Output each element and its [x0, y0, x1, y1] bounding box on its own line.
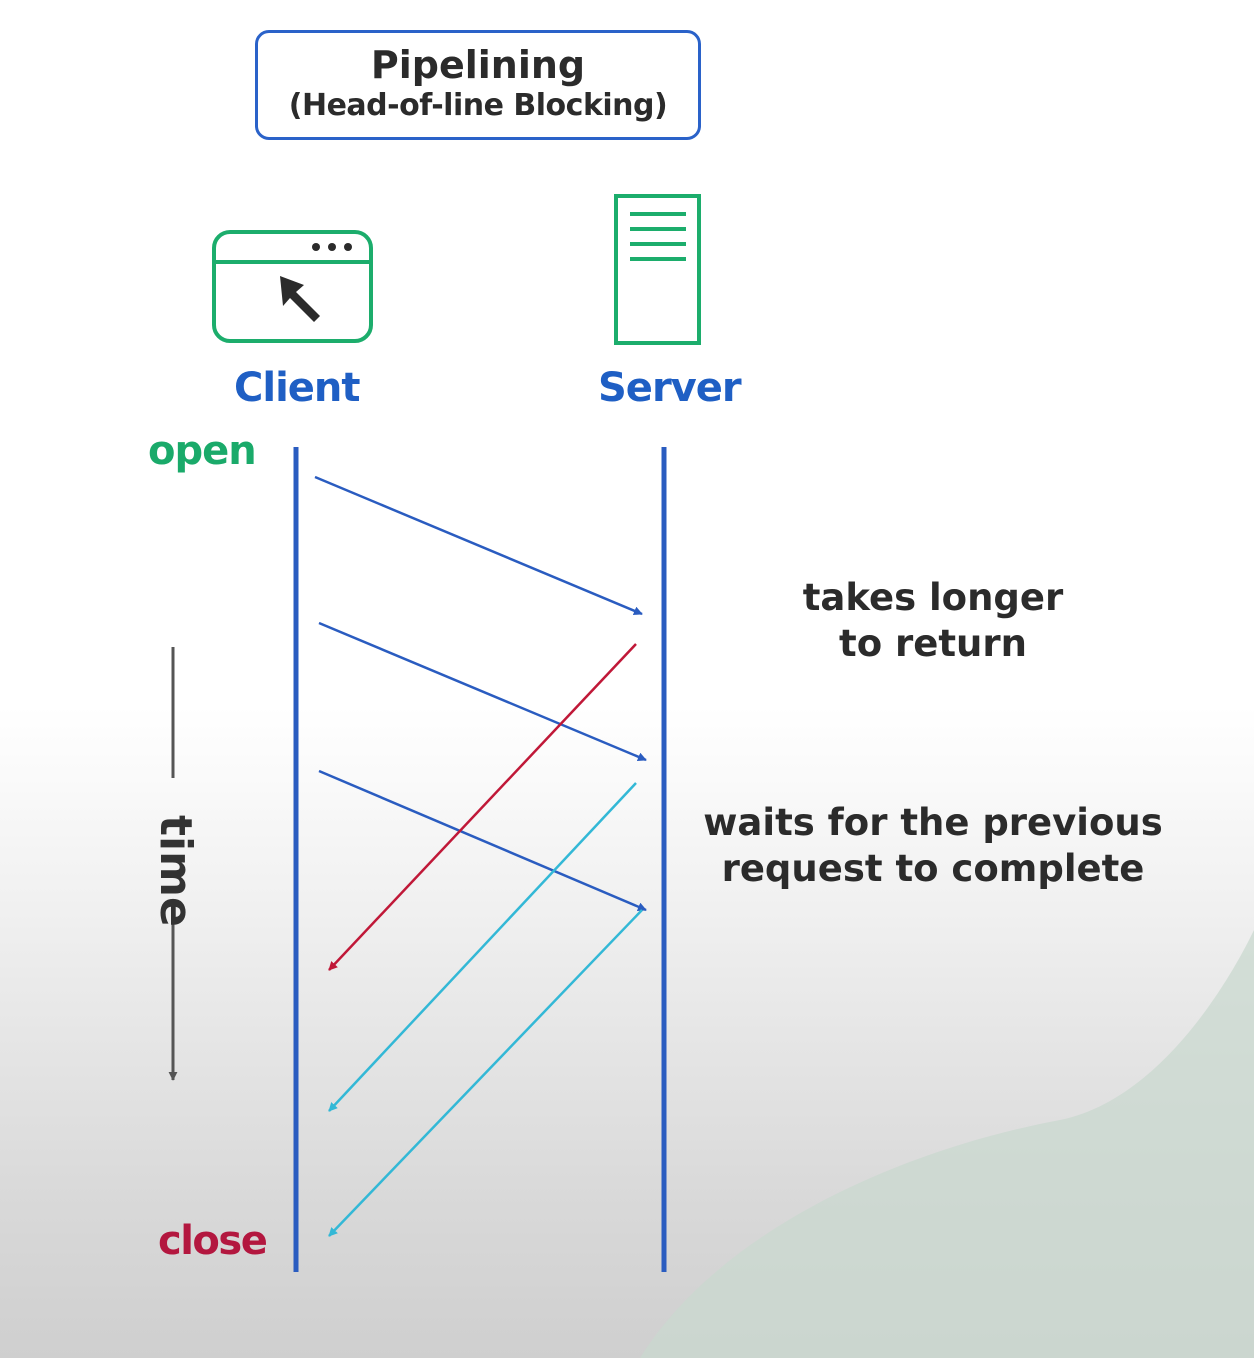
diagram-title: Pipelining [370, 43, 586, 87]
slow-response-note-line1: takes longer [802, 576, 1064, 619]
slow-response-note-line2: to return [839, 622, 1027, 665]
close-label: close [158, 1218, 268, 1264]
server-icon [614, 194, 701, 345]
browser-window-icon [212, 230, 373, 343]
diagram-subtitle: (Head-of-line Blocking) [288, 88, 668, 123]
request-arrow [314, 475, 643, 616]
slow-response-arrow [328, 643, 637, 971]
request-arrow [318, 769, 647, 912]
blocked-note-line1: waits for the previous [703, 801, 1163, 844]
response-arrow [328, 909, 643, 1237]
response-arrow [328, 782, 637, 1112]
time-axis-label: time [150, 815, 201, 927]
client-label: Client [234, 365, 361, 411]
title-box: Pipelining (Head-of-line Blocking) [255, 30, 701, 140]
blocked-note-line2: request to complete [721, 847, 1145, 890]
cursor-icon [280, 276, 320, 322]
request-arrow [318, 621, 647, 762]
open-label: open [148, 428, 257, 474]
slow-response-note: takes longer to return [770, 575, 1096, 667]
blocked-note: waits for the previous request to comple… [700, 800, 1166, 892]
server-label: Server [598, 365, 742, 411]
